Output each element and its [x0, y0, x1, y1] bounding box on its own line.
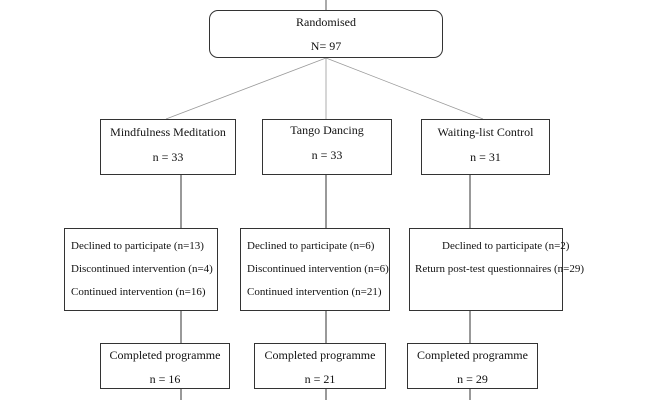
arm-box-tango: Tango Dancing n = 33: [262, 119, 392, 175]
followup-line: Declined to participate (n=13): [71, 240, 204, 252]
completed-count: n = 21: [304, 372, 336, 386]
completed-count: n = 16: [149, 372, 181, 386]
followup-line: Discontinued intervention (n=4): [71, 263, 213, 275]
completed-label: Completed programme: [417, 348, 528, 362]
arm-count: n = 31: [470, 150, 501, 164]
randomised-count: N= 97: [310, 39, 342, 53]
arm-name: Tango Dancing: [290, 123, 364, 137]
followup-list: Declined to participate (n=2) Return pos…: [415, 235, 585, 281]
connector-root-to-control: [325, 57, 484, 120]
followup-box-tango: Declined to participate (n=6) Discontinu…: [240, 228, 390, 311]
arm-box-mindfulness: Mindfulness Meditation n = 33: [100, 119, 236, 175]
followup-line: Return post-test questionnaires (n=29): [415, 263, 585, 275]
completed-count: n = 29: [457, 372, 488, 386]
randomised-box: Randomised N= 97: [209, 10, 443, 58]
followup-list: Declined to participate (n=13) Discontin…: [71, 235, 217, 304]
completed-label: Completed programme: [109, 348, 221, 362]
followup-line: Declined to participate (n=6): [247, 240, 375, 252]
followup-line: Continued intervention (n=21): [247, 286, 382, 298]
completed-box-tango: Completed programme n = 21: [254, 343, 386, 389]
completed-label: Completed programme: [264, 348, 376, 362]
completed-box-mindfulness: Completed programme n = 16: [100, 343, 230, 389]
followup-line: Discontinued intervention (n=6): [247, 263, 389, 275]
completed-box-control: Completed programme n = 29: [407, 343, 538, 389]
arm-name: Waiting-list Control: [437, 125, 534, 139]
followup-box-control: Declined to participate (n=2) Return pos…: [409, 228, 585, 311]
followup-box-mindfulness: Declined to participate (n=13) Discontin…: [64, 228, 218, 311]
connector-root-to-mindfulness: [165, 57, 327, 120]
followup-line: Declined to participate (n=2): [442, 240, 570, 252]
randomised-title: Randomised: [296, 15, 356, 29]
followup-list: Declined to participate (n=6) Discontinu…: [247, 235, 389, 304]
followup-line: Continued intervention (n=16): [71, 286, 206, 298]
arm-count: n = 33: [152, 150, 184, 164]
arm-count: n = 33: [311, 148, 343, 162]
arm-name: Mindfulness Meditation: [110, 125, 226, 139]
arm-box-control: Waiting-list Control n = 31: [421, 119, 550, 175]
